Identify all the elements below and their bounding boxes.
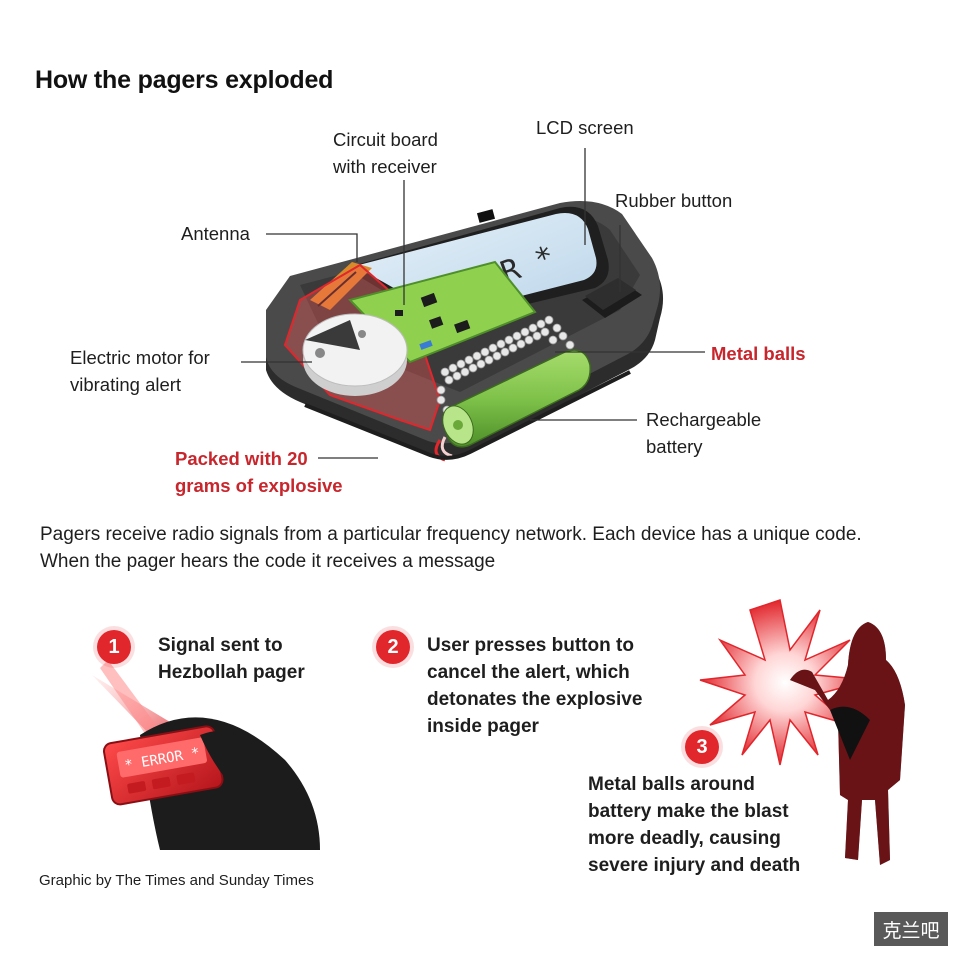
leader-lines — [241, 148, 705, 459]
electric-motor — [302, 313, 408, 396]
step-1-text: Signal sent to Hezbollah pager — [158, 635, 305, 683]
battery — [434, 349, 591, 462]
explosion-burst — [699, 599, 871, 766]
label-battery: Rechargeable battery — [646, 409, 762, 457]
graphic-credit: Graphic by The Times and Sunday Times — [39, 872, 314, 889]
watermark: 克兰吧 — [874, 912, 948, 946]
step-2-badge: 2 — [376, 630, 410, 664]
step-3-text: Metal balls around battery make the blas… — [588, 774, 801, 876]
label-metal-balls: Metal balls — [711, 343, 806, 364]
label-lcd-screen: LCD screen — [536, 117, 634, 138]
label-explosive: Packed with 20 grams of explosive — [175, 448, 343, 496]
step-3-badge: 3 — [685, 730, 719, 764]
step-2-text: User presses button to cancel the alert,… — [427, 635, 643, 737]
step-1-badge: 1 — [97, 630, 131, 664]
label-electric-motor: Electric motor for vibrating alert — [70, 347, 210, 395]
person-silhouette — [790, 622, 905, 865]
description: Pagers receive radio signals from a part… — [40, 524, 862, 572]
label-rubber-button: Rubber button — [615, 190, 733, 211]
page-title: How the pagers exploded — [35, 66, 334, 94]
step1-illustration: * ERROR * — [92, 660, 320, 850]
label-circuit-board: Circuit board with receiver — [333, 129, 438, 177]
rubber-button — [582, 278, 642, 318]
label-antenna: Antenna — [181, 223, 250, 244]
